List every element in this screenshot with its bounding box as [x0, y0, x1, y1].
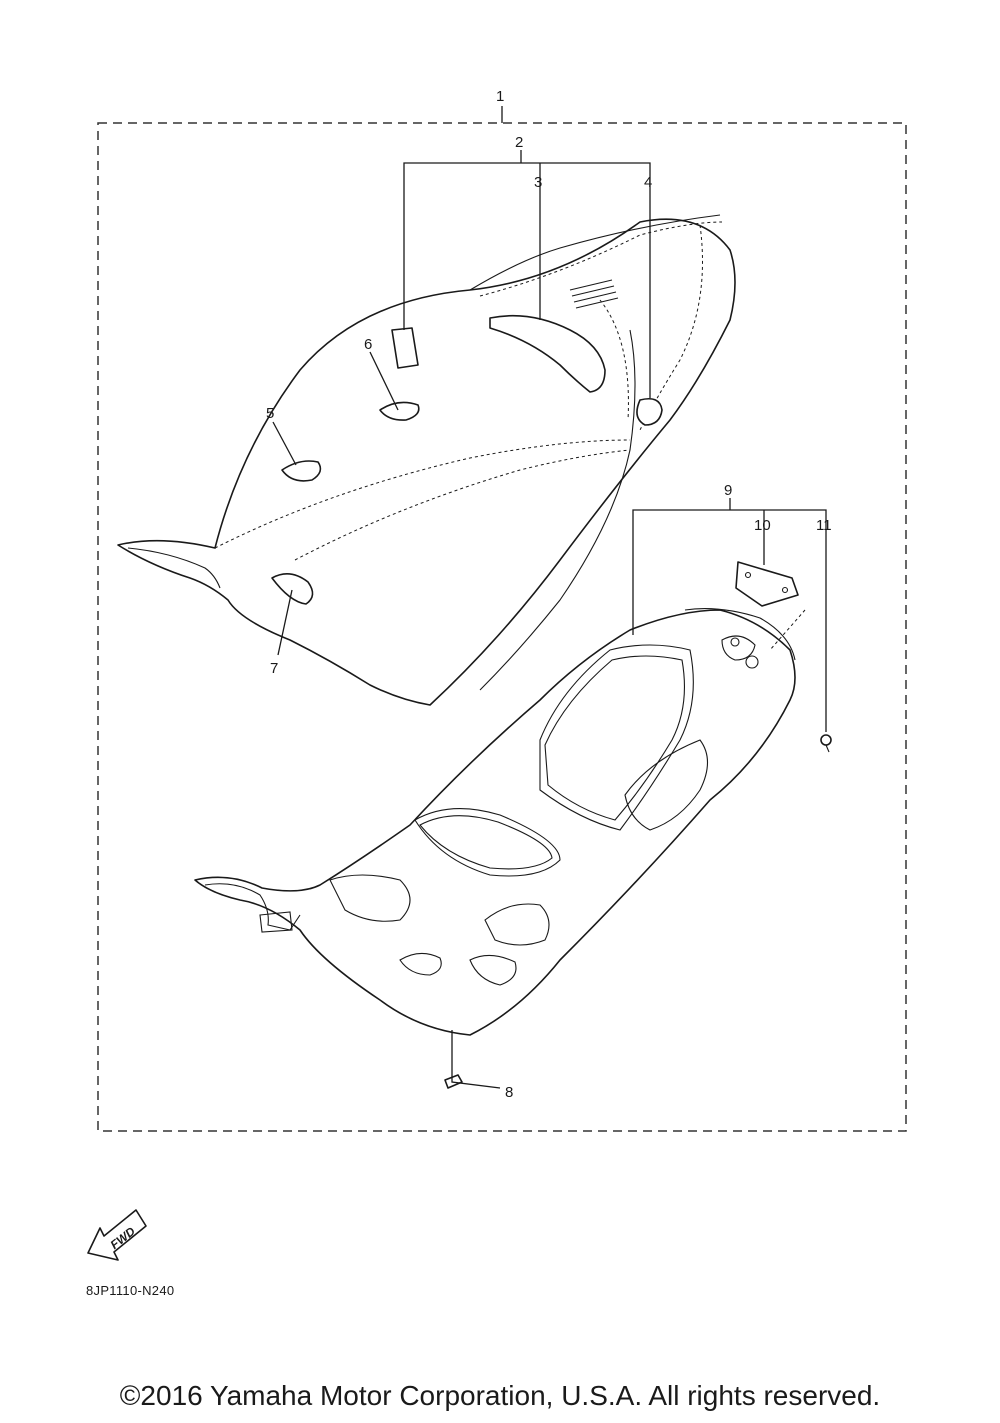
seat-clip — [391, 327, 419, 369]
callout-labels: 1 2 3 4 5 6 7 8 9 10 11 — [266, 88, 832, 1101]
drawing-code: 8JP1110-N240 — [86, 1283, 175, 1298]
fwd-arrow-icon: FWD — [87, 1209, 147, 1261]
callout-11: 11 — [816, 517, 832, 534]
callout-9: 9 — [724, 482, 732, 499]
pad-6 — [379, 401, 420, 421]
hook-part — [636, 397, 663, 426]
callout-3: 3 — [534, 174, 542, 191]
seat-base-assembly — [194, 561, 832, 1089]
callout-1: 1 — [496, 88, 504, 105]
callout-5: 5 — [266, 405, 274, 422]
copyright-notice: ©2016 Yamaha Motor Corporation, U.S.A. A… — [119, 1380, 881, 1411]
assembly-frame — [97, 122, 907, 1132]
grab-handle — [489, 314, 606, 393]
seat-logo-badge — [569, 279, 619, 309]
callout-6: 6 — [364, 336, 372, 353]
clip-part-8 — [444, 1074, 463, 1089]
callout-8: 8 — [505, 1084, 513, 1101]
pad-5 — [281, 460, 322, 482]
screw-part — [820, 734, 832, 753]
bracket-part — [735, 561, 799, 607]
callout-4: 4 — [644, 174, 652, 191]
seat-assembly — [117, 214, 736, 706]
leader-lines — [272, 106, 827, 1089]
pad-7 — [271, 573, 314, 605]
callout-10: 10 — [754, 517, 771, 534]
callout-7: 7 — [270, 660, 278, 677]
callout-2: 2 — [515, 134, 523, 151]
